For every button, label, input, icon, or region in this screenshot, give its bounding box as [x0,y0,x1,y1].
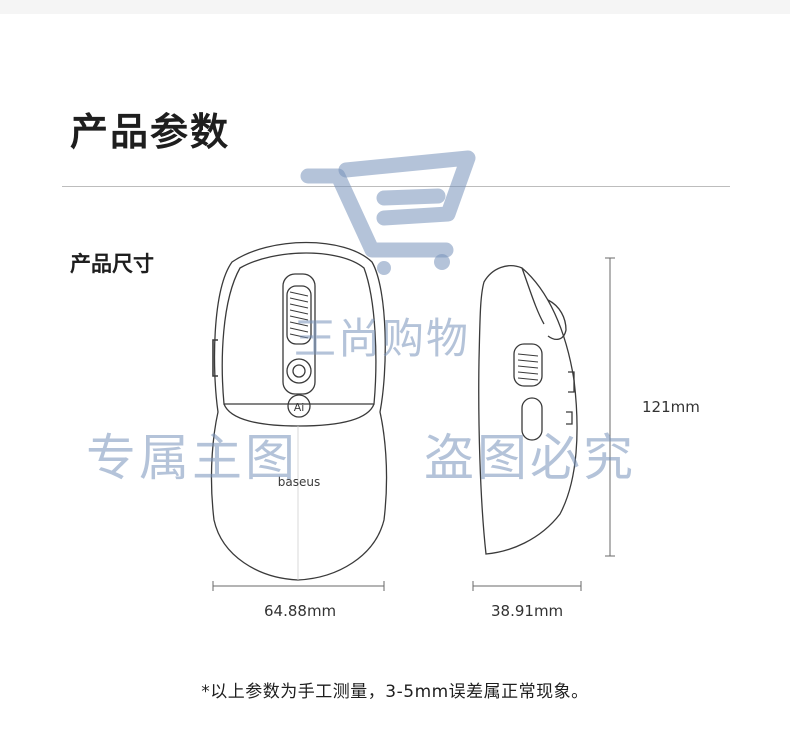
spec-panel [0,14,790,743]
watermark-cart-icon [300,150,476,275]
watermark-shop-name: 王尚购物 [294,314,471,363]
section-title: 产品参数 [70,110,231,154]
brand-logo: baseus [278,475,320,489]
mouse-side-view [478,265,578,555]
ai-button-label: Ai [294,401,305,414]
dimension-lines [212,257,615,591]
watermark-left-text: 专属主图 [86,429,298,487]
mouse-top-view [210,241,388,581]
title-divider [62,186,730,187]
thickness-dimension: 38.91mm [491,602,564,620]
size-subtitle: 产品尺寸 [70,252,154,276]
measurement-footnote: *以上参数为手工测量，3-5mm误差属正常现象。 [201,682,589,702]
length-dimension: 121mm [642,398,700,416]
watermark-right-text: 盗图必究 [424,429,636,487]
width-dimension: 64.88mm [264,602,337,620]
